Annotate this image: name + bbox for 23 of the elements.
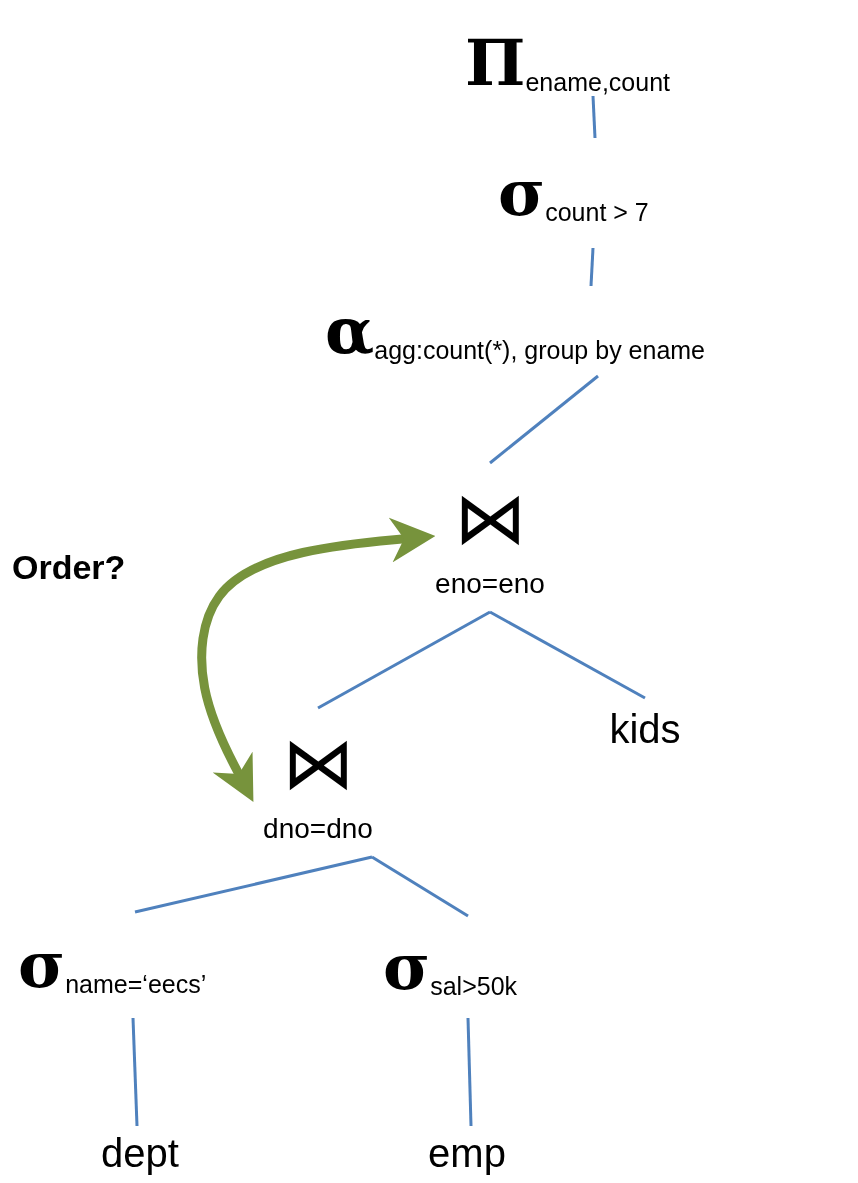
tree-edge — [131, 1017, 139, 1127]
tree-edge — [489, 610, 646, 700]
relation-name: kids — [609, 706, 681, 752]
tree-edge — [466, 1017, 473, 1127]
join-symbol: ⋈ — [282, 720, 354, 805]
operator-label: σ$_{name=‘eecs’}$ — [18, 933, 207, 997]
tree-edge — [591, 95, 597, 139]
relation-name: dept — [101, 1130, 179, 1176]
tree-edge — [134, 855, 373, 914]
join-condition: dno=dno — [263, 812, 373, 845]
tree-edge — [317, 610, 491, 710]
operator-label: σ$_{count > 7}$ — [498, 161, 649, 225]
question-label: Order? — [12, 548, 126, 587]
curved-double-arrow — [197, 517, 436, 802]
operator-label: σ$_{sal>50k}$ — [383, 935, 518, 999]
tree-edge — [589, 247, 595, 287]
tree-edge — [489, 374, 599, 465]
operator-label: Π$_{ename,count}$ — [465, 31, 670, 95]
operator-label: α$_{agg:count(*), group by ename}$ — [325, 299, 705, 363]
relation-name: emp — [428, 1130, 506, 1176]
join-symbol: ⋈ — [454, 475, 526, 560]
join-condition: eno=eno — [435, 567, 545, 600]
tree-edge — [371, 855, 469, 918]
